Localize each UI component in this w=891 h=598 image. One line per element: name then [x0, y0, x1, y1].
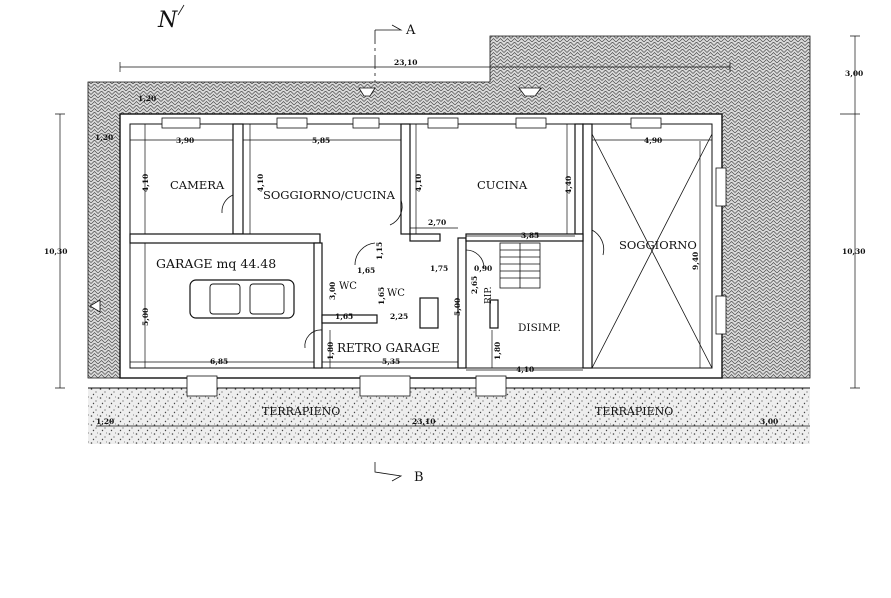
svg-text:10,30: 10,30: [44, 247, 68, 256]
double-height-mark: [591, 133, 713, 369]
svg-text:1,65: 1,65: [335, 312, 353, 321]
svg-text:4,10: 4,10: [141, 174, 150, 192]
svg-text:23,10: 23,10: [412, 417, 436, 426]
dimension-lines: [55, 35, 860, 427]
svg-text:1,65: 1,65: [357, 266, 375, 275]
svg-text:1,20: 1,20: [96, 417, 114, 426]
room-retro-garage: RETRO GARAGE: [337, 341, 440, 355]
room-soggiorno: SOGGIORNO: [619, 238, 697, 252]
room-garage: GARAGE mq 44.48: [156, 256, 276, 271]
windows: [161, 117, 727, 397]
svg-text:3,00: 3,00: [760, 417, 778, 426]
svg-text:2,70: 2,70: [428, 218, 446, 227]
svg-text:1,80: 1,80: [493, 342, 502, 360]
svg-text:0,90: 0,90: [474, 264, 492, 273]
svg-text:1,75: 1,75: [430, 264, 448, 273]
vent-icons: [89, 87, 542, 313]
svg-text:1,20: 1,20: [95, 133, 113, 142]
svg-text:1,80: 1,80: [326, 342, 335, 360]
svg-text:5,85: 5,85: [312, 136, 330, 145]
svg-text:6,85: 6,85: [210, 357, 228, 366]
room-cucina: CUCINA: [477, 178, 528, 192]
car-icon: [189, 279, 295, 319]
ground-label-left: TERRAPIENO: [262, 405, 340, 418]
dimension-texts: 23,10 23,10 1,20 1,20 3,00 3,00 1,20 10,…: [44, 58, 866, 426]
svg-text:A: A: [405, 23, 416, 38]
svg-text:2,65: 2,65: [470, 276, 479, 294]
room-soggiorno-cucina: SOGGIORNO/CUCINA: [263, 188, 396, 202]
interior-walls: [129, 123, 593, 369]
room-wc-2: WC: [387, 288, 405, 299]
north-label: N: [157, 8, 178, 33]
svg-text:3,00: 3,00: [328, 282, 337, 300]
room-camera: CAMERA: [170, 178, 225, 192]
svg-text:4,40: 4,40: [564, 176, 573, 194]
svg-text:1,65: 1,65: [377, 287, 386, 305]
svg-text:3,85: 3,85: [521, 231, 539, 240]
svg-text:23,10: 23,10: [394, 58, 418, 67]
north-arrow-icon: [177, 4, 185, 16]
ground-label-right: TERRAPIENO: [595, 405, 673, 418]
svg-text:5,00: 5,00: [141, 308, 150, 326]
room-wc-1: WC: [339, 281, 357, 292]
svg-text:5,35: 5,35: [382, 357, 400, 366]
svg-text:9,40: 9,40: [691, 252, 700, 270]
svg-text:4,10: 4,10: [256, 174, 265, 192]
svg-text:4,10: 4,10: [516, 365, 534, 374]
door-swings: [221, 194, 605, 349]
svg-text:3,00: 3,00: [845, 69, 863, 78]
section-marker-b: B: [374, 462, 424, 485]
svg-text:1,20: 1,20: [138, 94, 156, 103]
svg-text:4,10: 4,10: [414, 174, 423, 192]
svg-text:B: B: [414, 470, 424, 485]
svg-text:3,90: 3,90: [176, 136, 194, 145]
room-rip: RIP.: [484, 286, 494, 304]
svg-text:1,15: 1,15: [375, 242, 384, 260]
terrapieno-ground: [88, 388, 810, 444]
room-disimp: DISIMP.: [518, 322, 561, 334]
building-outline: [119, 113, 723, 379]
svg-text:5,00: 5,00: [453, 298, 462, 316]
svg-text:4,90: 4,90: [644, 136, 662, 145]
staircase: [499, 242, 541, 289]
svg-text:2,25: 2,25: [390, 312, 408, 321]
svg-text:10,30: 10,30: [842, 247, 866, 256]
